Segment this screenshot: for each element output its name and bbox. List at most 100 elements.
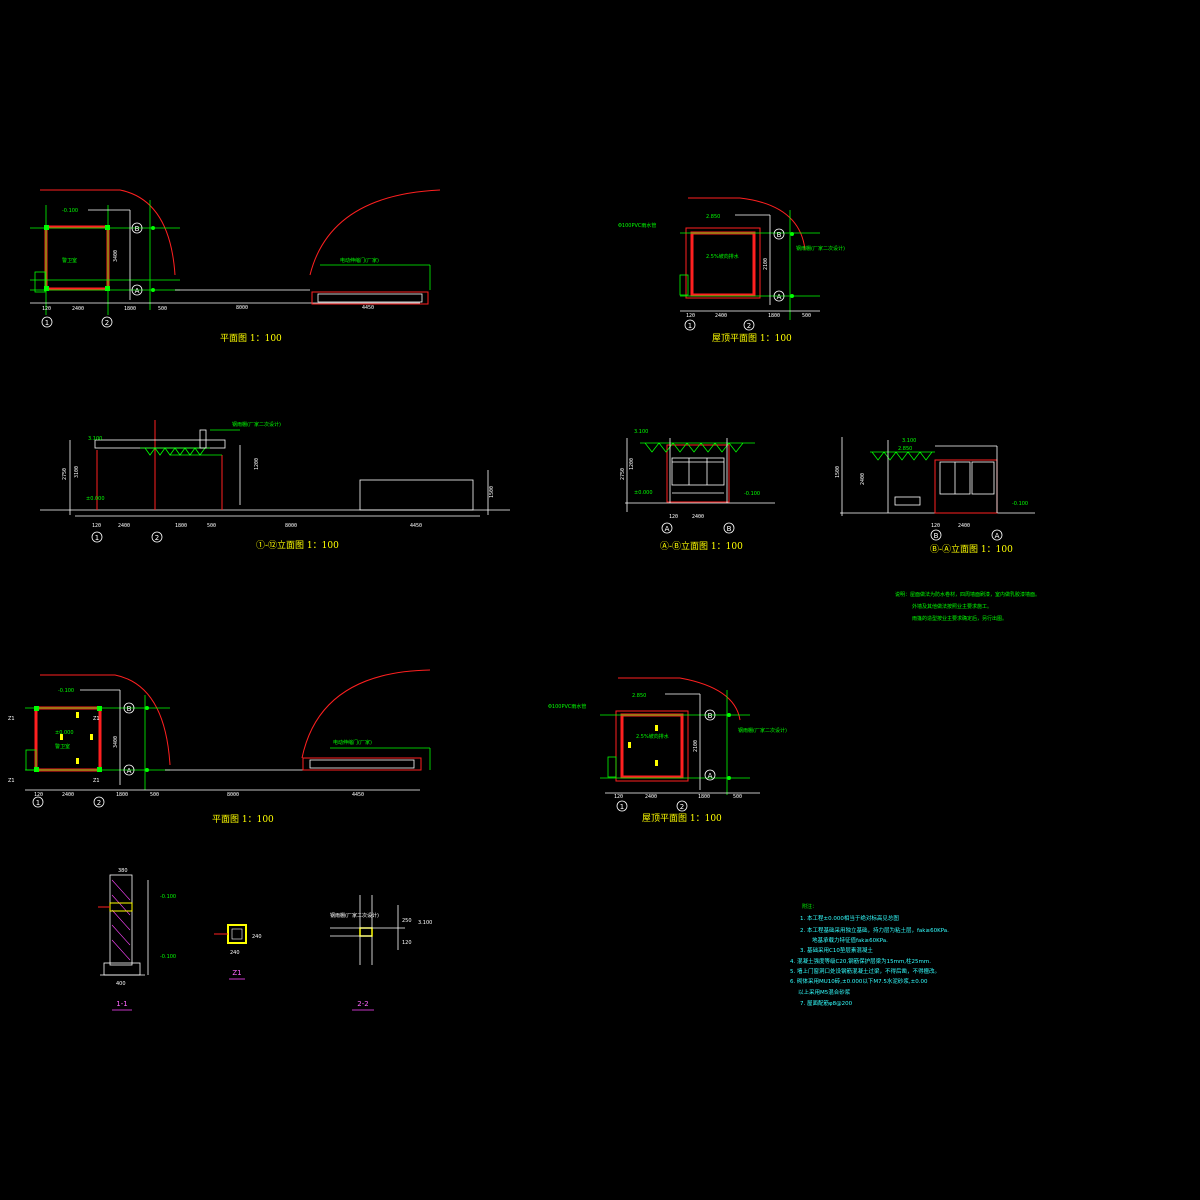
elev1-dim-2750: 2750	[62, 468, 68, 480]
sec11-level-bot: -0.100	[160, 954, 176, 960]
roof1-axis-1: 1	[688, 322, 692, 330]
plan1-col-markers	[44, 225, 155, 292]
elevAB-axis-B: B	[727, 525, 732, 533]
plan1-axis-1: 1	[45, 319, 49, 327]
plan1-dim-1800: 1800	[124, 306, 136, 312]
plan2-Z1-top: Z1	[8, 716, 15, 722]
elev1-title: ①-⑫立面图 1：100	[256, 539, 339, 551]
plan2-dim-8000: 8000	[227, 792, 239, 798]
sec22-dim-120: 120	[402, 940, 412, 946]
elev1-dim-4450: 4450	[410, 523, 422, 529]
elevation-1-12: 3.100 ±0.000 钢雨棚(厂家二次设计) 2750 3100 1200 …	[40, 420, 510, 551]
plan2-dim-500: 500	[150, 792, 159, 798]
roof2-axis-B: B	[708, 712, 713, 720]
plan1-axis-2: 2	[105, 319, 109, 327]
plan2-axis-2: 2	[97, 799, 101, 807]
elev1-canopy-label: 钢雨棚(厂家二次设计)	[232, 421, 281, 428]
roof2-dim-2400: 2400	[645, 794, 657, 800]
elevBA-dim-120: 120	[931, 523, 940, 529]
roof1-axis-A: A	[777, 293, 782, 301]
elev1-dim-1800: 1800	[175, 523, 187, 529]
roof1-level: 2.850	[706, 214, 720, 220]
elevBA-dim-2400b: 2400	[958, 523, 970, 529]
sec11-level-top: -0.100	[160, 894, 176, 900]
z1-dim-240b: 240	[252, 934, 262, 940]
elev1-dim-1500: 1500	[489, 486, 495, 498]
roof2-dim-2100: 2100	[693, 740, 699, 752]
roof1-axis-2: 2	[747, 322, 751, 330]
elev1-axis-1: 1	[95, 534, 99, 542]
plan-view-2: Z1 Z1 Z1 Z1 -0.100 ±0.000 警卫室 电动伸缩门(厂家) …	[8, 669, 431, 825]
roof1-dim-1800: 1800	[768, 313, 780, 319]
elevBA-dim-1500: 1500	[835, 466, 841, 478]
sec22-label: 钢雨棚(厂家二次设计)	[330, 912, 379, 919]
roof2-axis-2: 2	[680, 803, 684, 811]
design-notes: 说明：屋面做法为防水卷材，四周墙面刷漆，室内做乳胶漆墙面。 外墙及其他做法按照业…	[895, 591, 1040, 622]
note-line-1: 说明：屋面做法为防水卷材，四周墙面刷漆，室内做乳胶漆墙面。	[895, 591, 1040, 598]
plan1-axis-B: B	[135, 225, 140, 233]
gnote-2: 2. 本工程基础采用独立基础，持力层为粘土层，fak≥60KPa.	[800, 926, 949, 934]
roof-plan-1: 2.850 Φ100PVC雨水管 2.5%坡向排水 钢雨棚(厂家二次设计) 12…	[618, 197, 845, 344]
gnote-3: 3. 基础采用C10垫层素混凝土	[800, 946, 873, 954]
sec11-dim-380: 380	[118, 868, 128, 874]
roof1-drain-label: Φ100PVC雨水管	[618, 222, 656, 229]
plan2-level-zero: ±0.000	[55, 730, 74, 736]
roof-plan-2: 2.850 Φ100PVC雨水管 2.5%坡向排水 钢雨棚(厂家二次设计) 12…	[548, 677, 787, 824]
column-Z1-detail: 240 240 Z1	[214, 924, 262, 980]
elevAB-level-top: 3.100	[634, 429, 648, 435]
plan2-axis-A: A	[127, 767, 132, 775]
roof1-slope-label: 2.5%坡向排水	[706, 253, 739, 260]
elev1-dim-8000: 8000	[285, 523, 297, 529]
plan1-level: -0.100	[62, 208, 78, 214]
plan1-dim-3400: 3400	[113, 250, 119, 262]
general-notes: 附注： 1. 本工程±0.000相当于绝对标高见总图 2. 本工程基础采用独立基…	[790, 903, 949, 1007]
note-line-3: 雨篷的造型按业主要求确定后，另行出图。	[912, 615, 1007, 622]
elevBA-axis-B: B	[934, 532, 939, 540]
sec22-level: 3.100	[418, 920, 432, 926]
section-1-1: 380 400 -0.100 -0.100 1-1	[98, 868, 176, 1011]
plan2-dim-2400: 2400	[62, 792, 74, 798]
roof2-level: 2.850	[632, 693, 646, 699]
plan2-axis-1: 1	[36, 799, 40, 807]
plan2-dim-3400: 3400	[113, 736, 119, 748]
elev1-dim-2400: 2400	[118, 523, 130, 529]
plan1-axis-A: A	[135, 287, 140, 295]
roof1-dim-2400: 2400	[715, 313, 727, 319]
sec22-title: 2-2	[357, 1000, 368, 1008]
gnote-7: 7. 屋面配筋φ8@200	[800, 999, 853, 1007]
elev1-dim-3100: 3100	[74, 466, 80, 478]
plan1-dim-2400: 2400	[72, 306, 84, 312]
gnote-5: 5. 墙上门窗洞口处设钢筋混凝土过梁，不得后凿，不得擅改。	[790, 967, 940, 975]
roof2-axis-A: A	[708, 772, 713, 780]
plan2-gate-label: 电动伸缩门(厂家)	[333, 739, 372, 746]
roof2-axis-1: 1	[620, 803, 624, 811]
elevBA-level-top: 3.100	[902, 438, 916, 444]
plan-view-1: -0.100 警卫室 电动伸缩门(厂家) 120 2400 1800 500 8…	[30, 189, 441, 344]
sec11-title: 1-1	[116, 1000, 127, 1008]
elevation-A-B: 3.100 ±0.000 -0.100 2750 1200 120 2400 A…	[620, 429, 775, 552]
roof1-dim-2100: 2100	[763, 258, 769, 270]
plan1-dim-4450: 4450	[362, 305, 374, 311]
note-line-2: 外墙及其他做法按照业主要求施工。	[912, 603, 992, 610]
gnote-6b: 以上采用M5混合砂浆	[798, 988, 851, 996]
elevBA-title: Ⓑ-Ⓐ立面图 1：100	[930, 543, 1013, 555]
plan1-dim-500: 500	[158, 306, 167, 312]
plan2-Z1-bottom: Z1	[8, 778, 15, 784]
gnote-1: 1. 本工程±0.000相当于绝对标高见总图	[800, 914, 899, 922]
plan1-gate-label: 电动伸缩门(厂家)	[340, 257, 379, 264]
roof1-dim-120: 120	[686, 313, 695, 319]
elev1-level-zero: ±0.000	[86, 496, 105, 502]
plan1-title: 平面图 1：100	[220, 333, 282, 344]
gnote-2b: 地基承载力特征值fak≥60KPa.	[812, 936, 888, 944]
plan2-Z1-mid: Z1	[93, 716, 100, 722]
plan2-dim-4450: 4450	[352, 792, 364, 798]
plan2-Z1-mid2: Z1	[93, 778, 100, 784]
plan2-level: -0.100	[58, 688, 74, 694]
elev1-axis-2: 2	[155, 534, 159, 542]
roof2-title: 屋顶平面图 1：100	[642, 813, 722, 824]
plan2-axis-B: B	[127, 705, 132, 713]
elevAB-axis-A: A	[665, 525, 670, 533]
elev1-level-top: 3.100	[88, 436, 102, 442]
roof2-dim-500: 500	[733, 794, 742, 800]
